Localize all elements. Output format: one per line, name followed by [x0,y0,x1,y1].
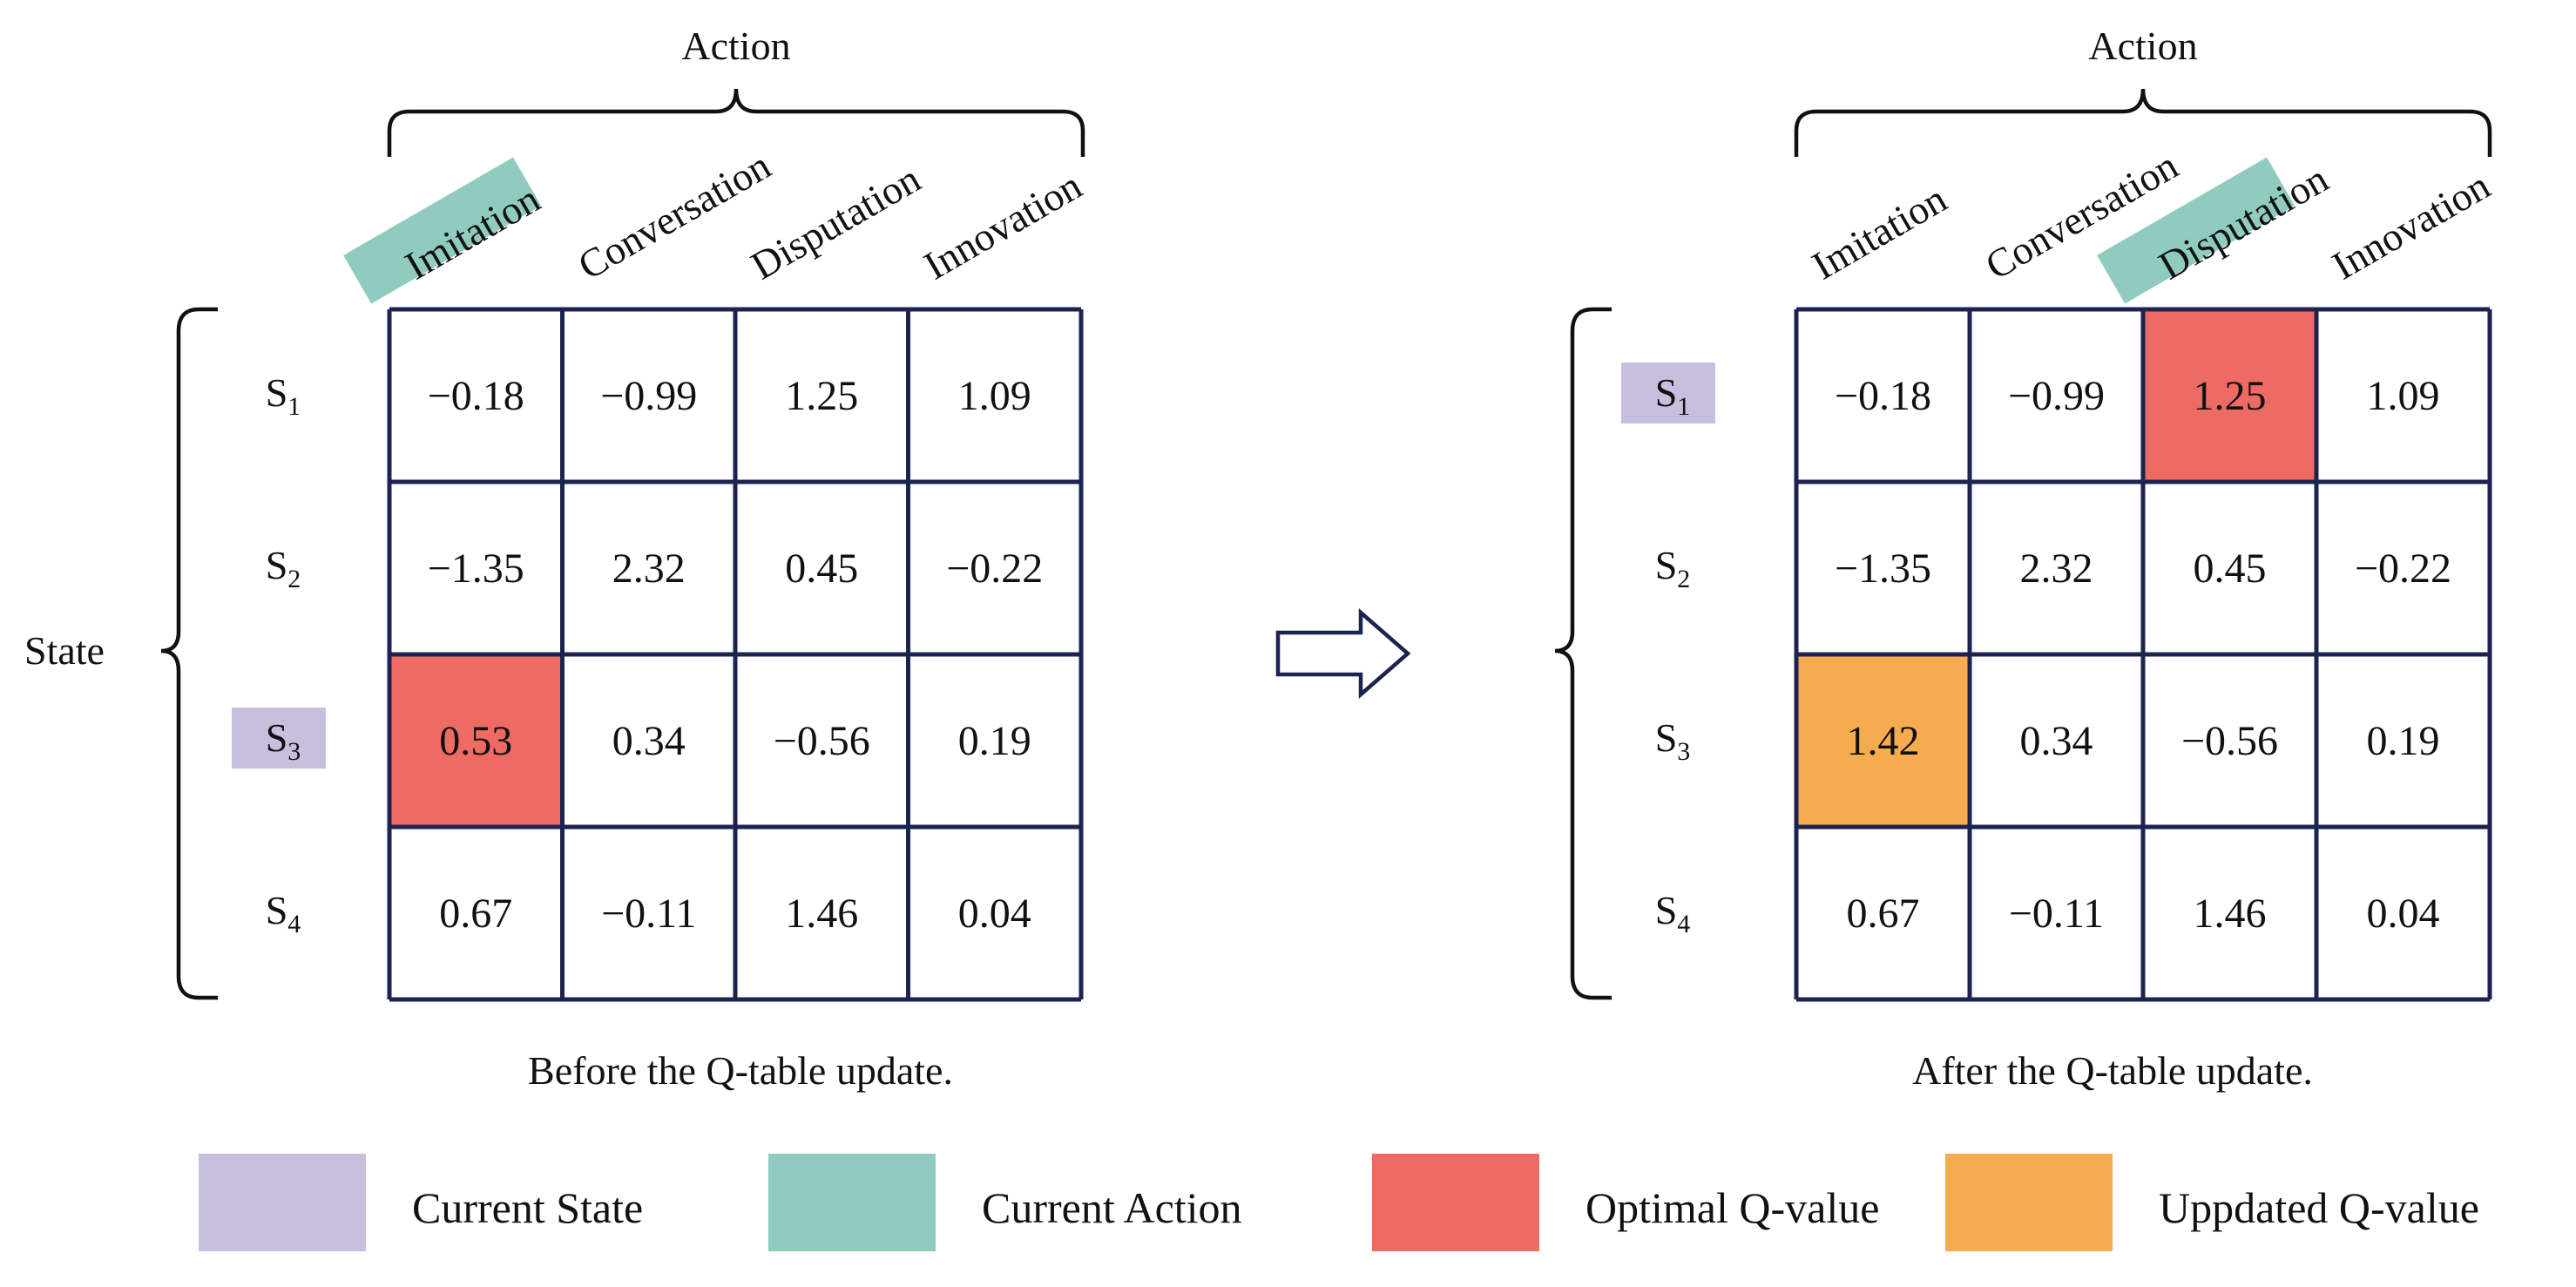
current-state-highlight [232,708,326,769]
after-caption: After the Q-table update. [1912,1048,2313,1093]
q-value-cell: 2.32 [2020,545,2093,592]
q-value-cell: 0.19 [958,718,1031,764]
q-value-cell: 0.53 [439,718,512,764]
state-label-3: S3 [266,715,301,766]
action-axis-label: Action [2088,24,2197,68]
current-action-highlight [2097,157,2295,304]
q-value-cell: 0.34 [2020,718,2093,764]
q-value-cell: 1.09 [958,373,1031,419]
action-brace [1794,88,2492,157]
legend-swatch-current-action [768,1154,936,1251]
current-state-highlight [1621,362,1715,423]
q-value-cell: 0.34 [612,718,686,764]
action-header-innovation: Innovation [2325,163,2498,288]
q-value-cell: −0.22 [2355,545,2451,592]
q-value-cell: 0.67 [1847,891,1920,937]
legend-swatch-updated-q [1945,1154,2113,1251]
legend-label: Current Action [982,1183,1242,1232]
legend-swatch-current-state [199,1154,366,1251]
q-value-cell: −0.56 [774,718,870,764]
q-value-cell: −0.18 [428,373,524,419]
state-label-4: S4 [266,888,301,938]
action-header-imitation: Imitation [1805,176,1955,288]
state-axis-label: State [24,628,105,673]
q-value-cell: 1.25 [785,373,858,419]
q-value-cell: 1.46 [785,891,858,937]
q-value-cell: −0.11 [2009,891,2104,937]
action-header-conversation: Conversation [571,143,778,288]
q-value-cell: −1.35 [428,545,524,592]
q-value-cell: 0.19 [2367,718,2440,764]
transition-arrow-icon [1275,608,1411,699]
state-label-1: S1 [1655,370,1691,421]
state-label-2: S2 [266,543,301,593]
action-axis-label: Action [681,24,790,68]
action-header-innovation: Innovation [916,163,1089,288]
q-value-cell: −1.35 [1835,545,1931,592]
legend-label: Optimal Q-value [1585,1183,1879,1232]
legend-swatch-optimal-q [1372,1154,1539,1251]
updated-q-cell [1796,654,1970,827]
state-label-3: S3 [1655,715,1691,766]
q-value-cell: −0.22 [946,545,1043,592]
optimal-q-cell [2143,309,2316,482]
q-value-cell: 0.45 [2194,545,2267,592]
legend-label: Uppdated Q-value [2159,1183,2479,1232]
q-value-cell: 2.32 [612,545,686,592]
q-value-cell: 1.09 [2367,373,2440,419]
q-value-cell: −0.11 [601,891,696,937]
q-value-cell: 1.25 [2194,373,2267,419]
q-value-cell: 1.46 [2194,891,2267,937]
q-value-cell: 0.04 [958,891,1031,937]
q-value-cell: 0.67 [439,891,512,937]
q-value-cell: 1.42 [1847,718,1920,764]
q-value-cell: −0.18 [1835,373,1931,419]
legend-label: Current State [412,1183,643,1232]
q-value-cell: −0.56 [2181,718,2278,764]
current-action-highlight [343,157,542,304]
before-caption: Before the Q-table update. [528,1048,953,1093]
state-label-2: S2 [1655,543,1691,593]
state-label-4: S4 [1655,888,1691,938]
q-value-cell: 0.04 [2367,891,2440,937]
optimal-q-cell [389,654,563,827]
state-label-1: S1 [266,370,301,421]
state-brace [1554,307,1612,1000]
q-value-cell: −0.99 [600,373,697,419]
legend: Current State Current Action Optimal Q-val… [199,1154,2479,1251]
q-value-cell: −0.99 [2008,373,2105,419]
state-brace [160,307,218,1000]
q-value-cell: 0.45 [785,545,858,592]
action-brace [387,88,1085,157]
